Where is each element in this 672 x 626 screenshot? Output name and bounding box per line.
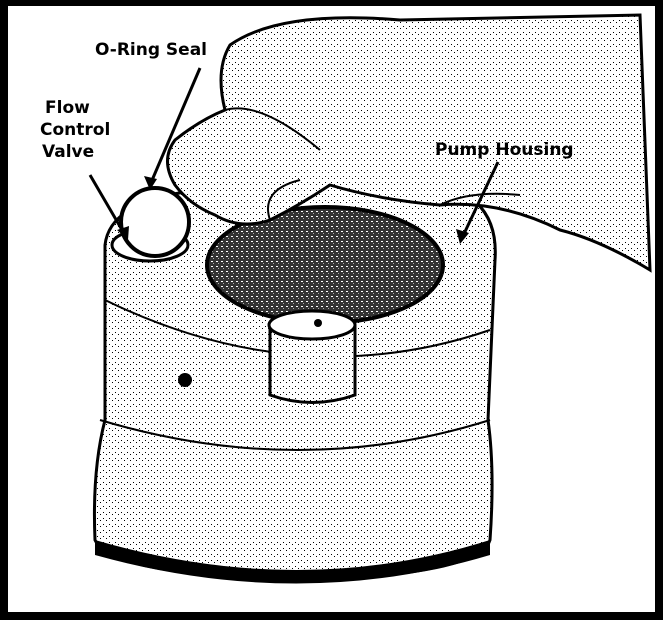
o-ring-seal bbox=[119, 186, 191, 258]
hand bbox=[166, 13, 652, 273]
label-flow-line1: Flow bbox=[45, 98, 90, 118]
housing-lower-seam bbox=[99, 419, 491, 451]
o-ring-leader bbox=[148, 67, 202, 186]
valve-leader bbox=[88, 174, 127, 236]
housing-leader bbox=[460, 161, 500, 239]
label-o-ring-seal: O-Ring Seal bbox=[95, 40, 208, 60]
label-flow-line2: Control bbox=[40, 120, 111, 140]
side-screw bbox=[178, 373, 192, 387]
label-flow-line3: Valve bbox=[42, 142, 95, 162]
frame-border bbox=[0, 0, 663, 620]
center-post bbox=[268, 323, 357, 404]
label-pump-housing: Pump Housing bbox=[435, 140, 574, 160]
housing-base-band bbox=[95, 540, 490, 584]
